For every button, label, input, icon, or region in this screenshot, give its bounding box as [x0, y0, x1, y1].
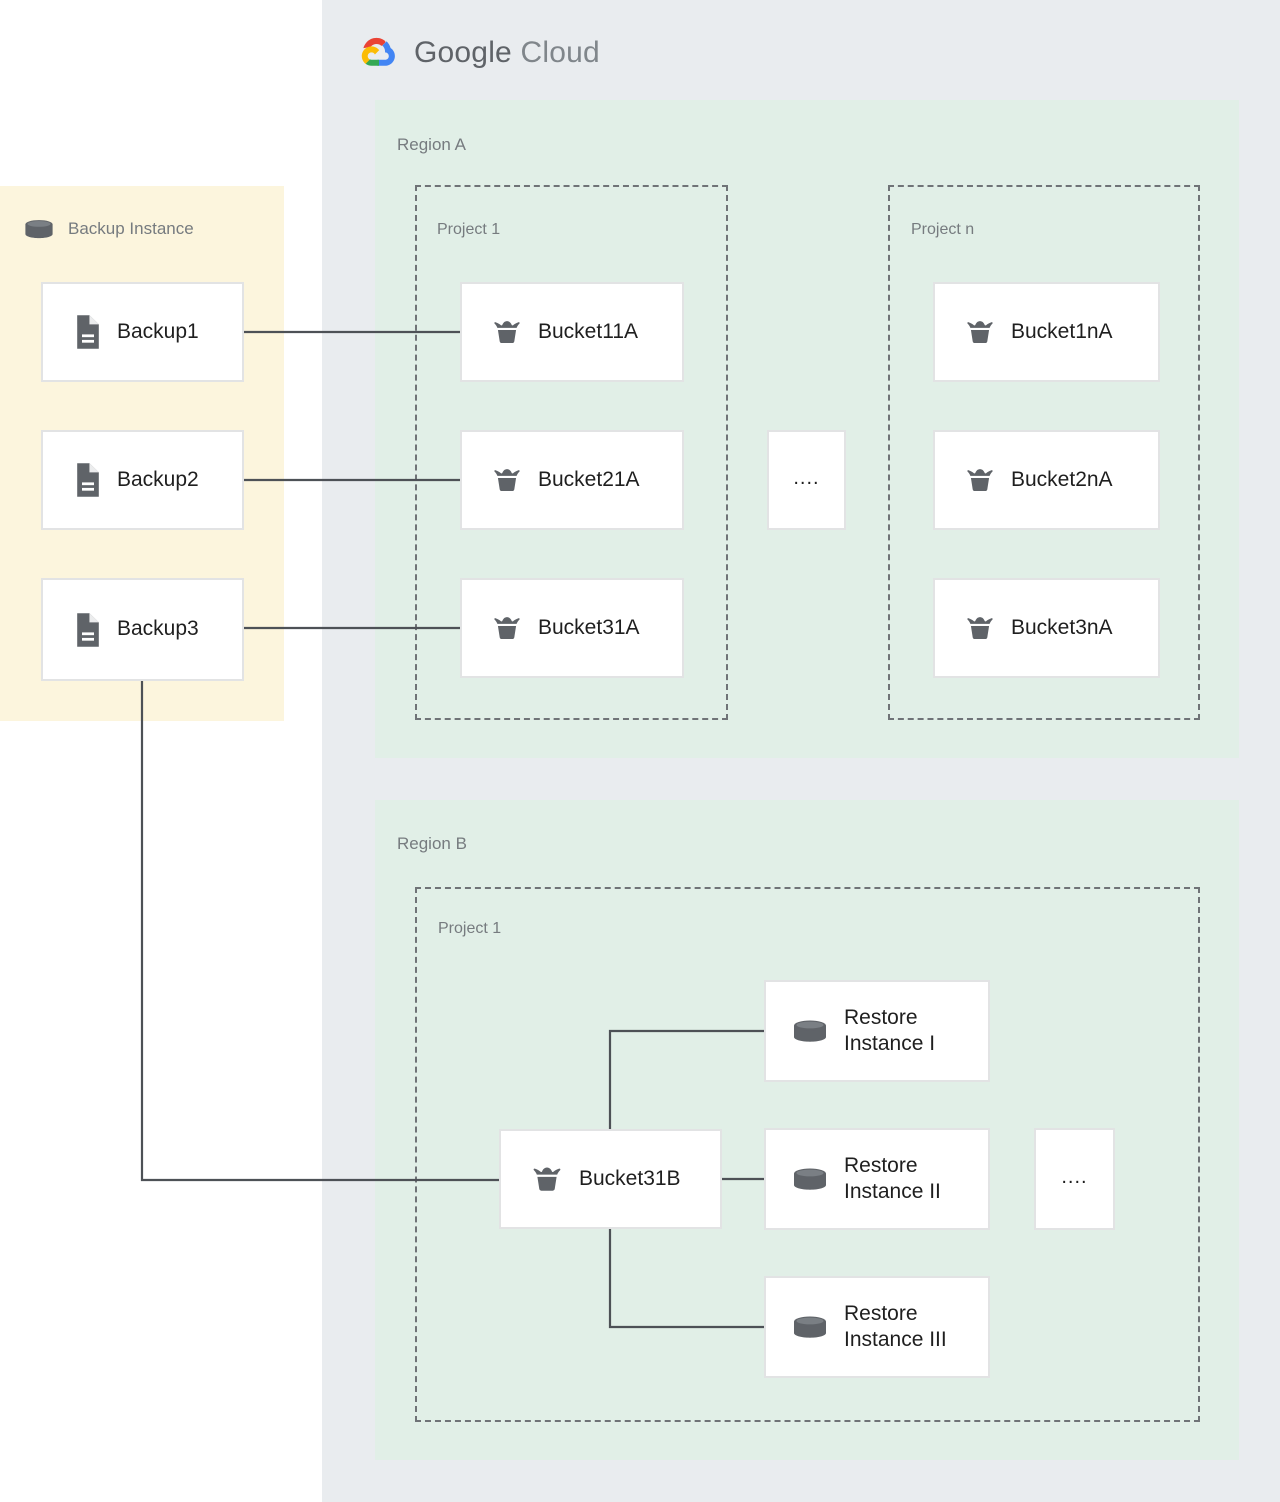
- ellipsis-label: ....: [793, 466, 820, 489]
- region-a-ellipsis-node: ....: [767, 430, 846, 530]
- database-cylinder-icon: [790, 1312, 830, 1342]
- document-file-icon: [73, 314, 103, 350]
- node-bucket21a[interactable]: Bucket21A: [460, 430, 684, 530]
- brand-word-google: Google: [414, 36, 512, 69]
- node-bucket3na[interactable]: Bucket3nA: [933, 578, 1160, 678]
- node-label: Restore Instance III: [844, 1301, 947, 1351]
- node-label: Bucket2nA: [1011, 467, 1113, 491]
- database-cylinder-icon: [790, 1016, 830, 1046]
- node-label: Backup1: [117, 319, 199, 343]
- node-bucket11a[interactable]: Bucket11A: [460, 282, 684, 382]
- node-restore-instance-i[interactable]: Restore Instance I: [764, 980, 990, 1082]
- node-label: Bucket11A: [538, 319, 639, 343]
- storage-bucket-icon: [963, 315, 997, 349]
- node-bucket31b[interactable]: Bucket31B: [499, 1129, 722, 1229]
- document-file-icon: [73, 462, 103, 498]
- node-label: Backup2: [117, 467, 199, 491]
- node-bucket2na[interactable]: Bucket2nA: [933, 430, 1160, 530]
- edge-bucket31b-restore-iii: [608, 1229, 764, 1329]
- storage-bucket-icon: [490, 463, 524, 497]
- ellipsis-label: ....: [1061, 1165, 1088, 1188]
- node-bucket1na[interactable]: Bucket1nA: [933, 282, 1160, 382]
- database-cylinder-icon: [790, 1164, 830, 1194]
- backup-instance-title: Backup Instance: [22, 216, 194, 242]
- node-label: Backup3: [117, 617, 199, 641]
- node-label: Bucket3nA: [1011, 615, 1113, 639]
- google-cloud-logo-icon: [356, 33, 402, 73]
- google-cloud-brand: Google Cloud: [356, 30, 600, 76]
- node-label: Bucket31A: [538, 615, 640, 639]
- region-b-project-1-box: [415, 887, 1200, 1422]
- storage-bucket-icon: [490, 611, 524, 645]
- region-b-ellipsis-node: ....: [1034, 1128, 1115, 1230]
- storage-bucket-icon: [963, 611, 997, 645]
- region-a-project-n-label: Project n: [911, 221, 975, 238]
- database-cylinder-icon: [22, 216, 56, 242]
- node-backup3[interactable]: Backup3: [41, 578, 244, 681]
- storage-bucket-icon: [529, 1161, 565, 1197]
- document-file-icon: [73, 612, 103, 648]
- node-label: Restore Instance II: [844, 1153, 941, 1203]
- node-backup1[interactable]: Backup1: [41, 282, 244, 382]
- node-bucket31a[interactable]: Bucket31A: [460, 578, 684, 678]
- region-a-project-1-box: [415, 185, 728, 720]
- region-a-label: Region A: [397, 135, 466, 154]
- brand-word-cloud: Cloud: [520, 36, 600, 69]
- google-cloud-wordmark: Google Cloud: [414, 36, 600, 70]
- node-restore-instance-iii[interactable]: Restore Instance III: [764, 1276, 990, 1378]
- node-label: Bucket1nA: [1011, 319, 1113, 343]
- region-b-label: Region B: [397, 834, 467, 853]
- storage-bucket-icon: [963, 463, 997, 497]
- node-label: Bucket31B: [579, 1166, 681, 1190]
- node-backup2[interactable]: Backup2: [41, 430, 244, 530]
- backup-instance-label: Backup Instance: [68, 219, 194, 238]
- node-restore-instance-ii[interactable]: Restore Instance II: [764, 1128, 990, 1230]
- region-a-project-n-box: [888, 185, 1200, 720]
- node-label: Bucket21A: [538, 467, 640, 491]
- edge-bucket31b-restore-i: [608, 1029, 764, 1129]
- region-b-project-1-label: Project 1: [438, 920, 502, 937]
- region-a-project-1-label: Project 1: [437, 221, 501, 238]
- edge-backup3-bucket31b: [140, 681, 499, 1182]
- node-label: Restore Instance I: [844, 1005, 936, 1055]
- storage-bucket-icon: [490, 315, 524, 349]
